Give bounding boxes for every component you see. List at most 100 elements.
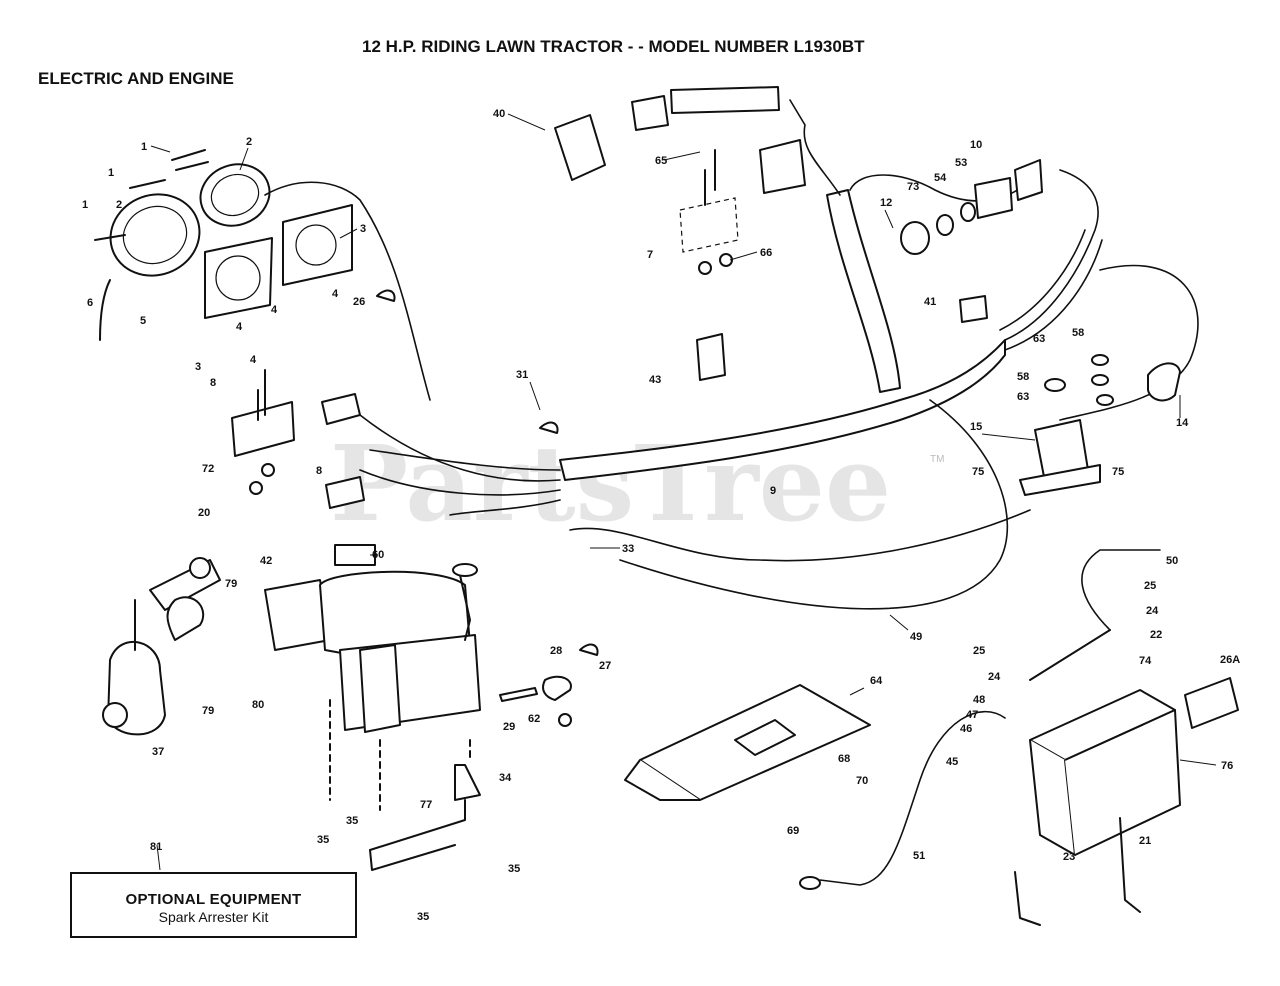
callout-label: 58 bbox=[1017, 371, 1029, 383]
callout-label: 26 bbox=[353, 296, 365, 308]
wiring-harness bbox=[321, 86, 1199, 610]
callout-label: 75 bbox=[972, 466, 984, 478]
callout-label: 49 bbox=[910, 631, 922, 643]
spark-arrester-kit-label: Spark Arrester Kit bbox=[158, 909, 269, 925]
callout-label: 15 bbox=[970, 421, 982, 433]
callout-label: 3 bbox=[360, 223, 366, 235]
callout-label: 66 bbox=[760, 247, 772, 259]
callout-label: 2 bbox=[116, 199, 122, 211]
optional-equipment-box: OPTIONAL EQUIPMENT Spark Arrester Kit bbox=[70, 872, 357, 938]
pto-switch bbox=[231, 369, 295, 495]
callout-label: 46 bbox=[960, 723, 972, 735]
callout-label: 33 bbox=[622, 543, 634, 555]
callout-label: 80 bbox=[252, 699, 264, 711]
callout-label: 58 bbox=[1072, 327, 1084, 339]
callout-label: 63 bbox=[1033, 333, 1045, 345]
callout-label: 14 bbox=[1176, 417, 1189, 429]
callout-label: 77 bbox=[420, 799, 432, 811]
callout-label: 60 bbox=[372, 549, 384, 561]
headlight-assembly bbox=[94, 149, 431, 401]
callout-label: 34 bbox=[499, 772, 512, 784]
callout-label: 50 bbox=[1166, 555, 1178, 567]
callout-label: 8 bbox=[316, 465, 322, 477]
callout-label: 63 bbox=[1017, 391, 1029, 403]
callout-label: 69 bbox=[787, 825, 799, 837]
callout-label: 1 bbox=[141, 141, 147, 153]
callout-label: 4 bbox=[271, 304, 278, 316]
callout-label: 24 bbox=[988, 671, 1001, 683]
callout-label: 10 bbox=[970, 139, 982, 151]
callout-label: 9 bbox=[770, 485, 776, 497]
callout-label: 51 bbox=[913, 850, 925, 862]
callout-label: 35 bbox=[417, 911, 429, 923]
callout-label: 48 bbox=[973, 694, 985, 706]
callout-label: 22 bbox=[1150, 629, 1162, 641]
callout-label: 31 bbox=[516, 369, 528, 381]
callout-label: 37 bbox=[152, 746, 164, 758]
callout-label: 43 bbox=[649, 374, 661, 386]
callout-label: 41 bbox=[924, 296, 936, 308]
callout-label: 1 bbox=[82, 199, 88, 211]
callout-label: 6 bbox=[87, 297, 93, 309]
callout-labels: 1 1 1 2 2 3 3 4 4 4 4 5 6 8 8 7 9 10 12 … bbox=[82, 108, 1240, 923]
ignition-switch bbox=[900, 159, 1043, 255]
callout-label: 7 bbox=[647, 249, 653, 261]
callout-label: 12 bbox=[880, 197, 892, 209]
callout-label: 26A bbox=[1220, 654, 1240, 666]
callout-label: 4 bbox=[332, 288, 339, 300]
callout-label: 81 bbox=[150, 841, 162, 853]
battery bbox=[799, 549, 1239, 926]
callout-label: 47 bbox=[966, 709, 978, 721]
callout-label: 42 bbox=[260, 555, 272, 567]
fuel-fittings bbox=[376, 289, 599, 727]
callout-label: 73 bbox=[907, 181, 919, 193]
callout-label: 76 bbox=[1221, 760, 1233, 772]
callout-label: 35 bbox=[508, 863, 520, 875]
callout-label: 75 bbox=[1112, 466, 1124, 478]
callout-label: 79 bbox=[225, 578, 237, 590]
callout-label: 20 bbox=[198, 507, 210, 519]
leader-lines bbox=[150, 113, 1217, 871]
callout-label: 35 bbox=[317, 834, 329, 846]
optional-equipment-heading: OPTIONAL EQUIPMENT bbox=[125, 891, 302, 908]
callout-label: 23 bbox=[1063, 851, 1075, 863]
callout-label: 62 bbox=[528, 713, 540, 725]
callout-label: 54 bbox=[934, 172, 947, 184]
interlock-switch bbox=[679, 149, 739, 275]
callout-label: 35 bbox=[346, 815, 358, 827]
callout-label: 3 bbox=[195, 361, 201, 373]
callout-label: 53 bbox=[955, 157, 967, 169]
watermark-tm: TM bbox=[930, 454, 944, 465]
seat-switch bbox=[554, 114, 726, 381]
callout-label: 4 bbox=[236, 321, 243, 333]
battery-tray bbox=[624, 684, 871, 801]
starter-solenoid bbox=[1019, 354, 1181, 496]
callout-label: 5 bbox=[140, 315, 146, 327]
callout-label: 24 bbox=[1146, 605, 1159, 617]
callout-label: 8 bbox=[210, 377, 216, 389]
callout-label: 45 bbox=[946, 756, 958, 768]
callout-label: 64 bbox=[870, 675, 883, 687]
engine bbox=[264, 544, 481, 733]
callout-label: 40 bbox=[493, 108, 505, 120]
callout-label: 21 bbox=[1139, 835, 1151, 847]
muffler bbox=[102, 557, 221, 736]
callout-label: 74 bbox=[1139, 655, 1152, 667]
callout-label: 27 bbox=[599, 660, 611, 672]
section-title: ELECTRIC AND ENGINE bbox=[38, 69, 234, 88]
callout-label: 25 bbox=[973, 645, 985, 657]
callout-label: 28 bbox=[550, 645, 562, 657]
callout-label: 2 bbox=[246, 136, 252, 148]
callout-label: 79 bbox=[202, 705, 214, 717]
callout-label: 1 bbox=[108, 167, 114, 179]
callout-label: 4 bbox=[250, 354, 257, 366]
diagram-title: 12 H.P. RIDING LAWN TRACTOR - - MODEL NU… bbox=[362, 37, 865, 56]
throttle-linkage bbox=[329, 699, 481, 871]
callout-label: 25 bbox=[1144, 580, 1156, 592]
callout-label: 70 bbox=[856, 775, 868, 787]
callout-label: 65 bbox=[655, 155, 667, 167]
callout-label: 68 bbox=[838, 753, 850, 765]
callout-label: 72 bbox=[202, 463, 214, 475]
callout-label: 29 bbox=[503, 721, 515, 733]
